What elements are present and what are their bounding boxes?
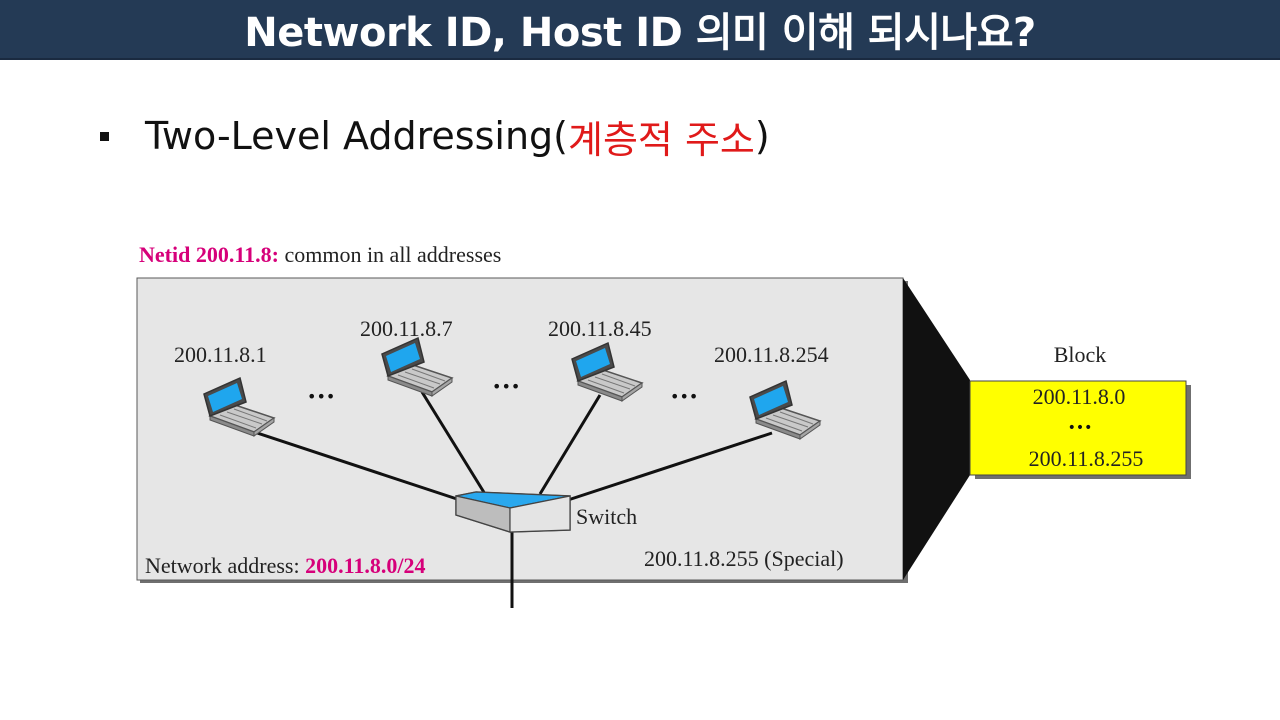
title-bar: Network ID, Host ID 의미 이해 되시나요?: [0, 0, 1280, 60]
host-ellipsis: •••: [492, 377, 520, 396]
switch-label: Switch: [576, 504, 637, 529]
block-ellipsis: •••: [1068, 420, 1093, 436]
block-first-address: 200.11.8.0: [1033, 384, 1126, 409]
host-ip-label: 200.11.8.1: [174, 342, 267, 367]
host-ip-label: 200.11.8.7: [360, 316, 453, 341]
host-ip-label: 200.11.8.45: [548, 316, 652, 341]
special-address-label: 200.11.8.255 (Special): [644, 546, 844, 571]
bullet-open-paren: (: [553, 114, 568, 158]
network-address-label: Network address:: [145, 553, 300, 578]
network-address-value: 200.11.8.0/24: [305, 553, 425, 578]
svg-text:Network address: 200.11.8.: Network address: 200.11.8.0/24: [145, 553, 425, 578]
block-funnel: [903, 278, 970, 580]
bullet-marker-icon: [100, 131, 109, 141]
netid-label: Netid 200.11.8:: [139, 242, 279, 267]
slide-title: Network ID, Host ID 의미 이해 되시나요?: [244, 10, 1036, 56]
bullet-highlight-text: 계층적 주소: [567, 117, 755, 162]
host-ellipsis: •••: [307, 387, 335, 406]
switch-icon: [455, 491, 571, 533]
bullet-main-text: Two-Level Addressing: [145, 114, 554, 158]
bullet-close-paren: ): [754, 114, 770, 158]
bullet-point: Two-Level Addressing(계층적 주소): [100, 112, 770, 162]
host-ip-label: 200.11.8.254: [714, 342, 829, 367]
svg-text:Netid 200.11.8: common in: Netid 200.11.8: common in all addresses: [139, 242, 501, 267]
host-ellipsis: •••: [670, 387, 698, 406]
block-title: Block: [1054, 342, 1107, 367]
netid-caption: common in all addresses: [284, 242, 501, 267]
block-last-address: 200.11.8.255: [1029, 446, 1144, 471]
address-block: [969, 380, 1187, 476]
